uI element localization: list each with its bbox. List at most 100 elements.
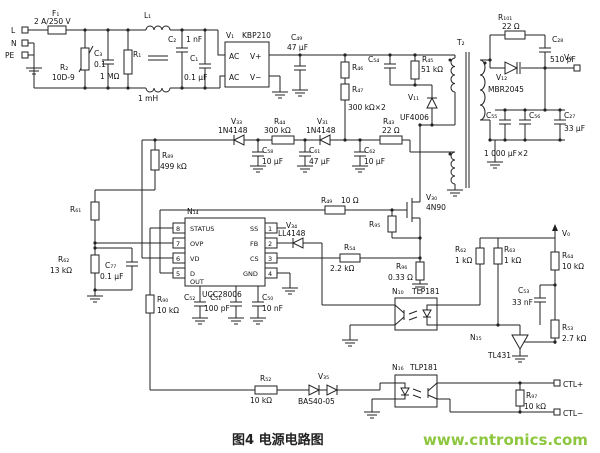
- r62-left-ref-label: R₆₂: [58, 255, 69, 264]
- capacitor-c53: [533, 297, 547, 303]
- r89-value-label: 499 kΩ: [160, 162, 187, 171]
- c50-ref-label: C₅₀: [262, 293, 273, 302]
- r101-value-label: 22 Ω: [502, 22, 520, 31]
- r43-ref-label: R₄₃: [383, 117, 394, 126]
- pin-name-fb: FB: [250, 240, 258, 248]
- ground-symbol: [281, 287, 299, 295]
- r101-ref-label: R₁₀₁: [498, 13, 512, 22]
- c1-value-label: 0.1 μF: [184, 73, 207, 82]
- junction-dots: [83, 28, 562, 414]
- c52-ref-label: C₅₂: [184, 293, 195, 302]
- r52-value-label: 10 kΩ: [250, 396, 272, 405]
- tl431-symbol: [511, 334, 529, 351]
- pin-name-vd: VD: [190, 255, 199, 263]
- n15-ref-label: N₁₅: [470, 333, 482, 342]
- r1-value-label: 1 MΩ: [100, 72, 120, 81]
- vout-label: V₀: [564, 53, 572, 62]
- capacitor-c28: [538, 47, 552, 53]
- ground-symbol: [351, 165, 369, 173]
- n16-part-label: TLP181: [409, 363, 438, 372]
- v34-ref-label: V₃₄: [286, 221, 297, 230]
- terminal-pe-label: PE: [5, 51, 15, 60]
- r64-ref-label: R₆₄: [562, 251, 573, 260]
- ground-symbol: [296, 165, 314, 173]
- pin-number-3: 3: [268, 255, 272, 263]
- c27-value-label: 33 μF: [564, 124, 585, 133]
- diode-v34: [292, 237, 304, 249]
- capacitor-c56: [518, 119, 532, 125]
- choke-core: [148, 55, 168, 61]
- resistor-r54: [339, 253, 361, 263]
- v11-part-label: UF4006: [400, 113, 429, 122]
- capacitor-c1: [198, 63, 212, 69]
- resistor-r96: [415, 261, 425, 281]
- r96-ref-label: R₉₆: [396, 262, 407, 271]
- resistor-r63: [493, 247, 503, 265]
- r64-value-label: 10 kΩ: [562, 262, 584, 271]
- r53-value-label: 2.7 kΩ: [562, 334, 587, 343]
- r97-ref-label: R₉₇: [526, 391, 537, 400]
- c49-value-label: 47 μF: [287, 43, 308, 52]
- r47-value-label: 300 kΩ×2: [348, 103, 386, 112]
- varistor-value-label: 10D-9: [52, 73, 75, 82]
- r45-ref-label: R₄₅: [422, 55, 433, 64]
- terminal-neutral: [21, 39, 29, 47]
- fuse-ref-label: F₁: [52, 9, 59, 18]
- r63-value-label: 1 kΩ: [504, 256, 521, 265]
- c2-value-label: 1 nF: [186, 35, 202, 44]
- pin-number-7: 7: [176, 240, 180, 248]
- pin-name-ovp: OVP: [190, 240, 203, 248]
- diode-v35a: [308, 384, 320, 396]
- terminal-vout: [573, 64, 581, 72]
- c54-ref-label: C₅₄: [368, 55, 379, 64]
- c55-ref-label: C₅₅: [486, 111, 497, 120]
- r63-ref-label: R₆₃: [504, 245, 515, 254]
- v35-part-label: BAS40-05: [298, 397, 335, 406]
- diode-v35b: [326, 384, 338, 396]
- pin-number-1: 1: [268, 225, 272, 233]
- ground-symbol: [486, 161, 504, 169]
- c61-value-label: 47 μF: [309, 157, 330, 166]
- r53-ref-label: R₅₃: [562, 323, 573, 332]
- resistor-r89: [150, 149, 160, 171]
- pin-number-4: 4: [268, 270, 272, 278]
- ground-symbol: [291, 89, 309, 97]
- ground-symbol: [86, 295, 104, 303]
- labels: F₁ 2 A/250 V L N PE R₂ 10D-9 C₃ 0.1 R₁ 1…: [5, 9, 588, 449]
- diode-v12: [504, 61, 521, 75]
- component-symbols: [21, 25, 581, 419]
- v12-part-label: MBR2045: [488, 85, 524, 94]
- c56-ref-label: C₅₆: [529, 111, 540, 120]
- r61-ref-label: R₆₁: [70, 205, 81, 214]
- resistor-r90: [145, 294, 155, 314]
- capacitor-c54: [383, 63, 397, 69]
- varistor-ref-label: R₂: [60, 63, 68, 72]
- r95-ref-label: R₉₅: [369, 220, 380, 229]
- v31-part-label: 1N4148: [306, 126, 336, 135]
- resistor-r43: [379, 135, 403, 145]
- ctl-plus-label: CTL+: [563, 380, 583, 389]
- resistor-r53: [550, 319, 560, 339]
- resistor-r97: [515, 389, 525, 407]
- c2-ref-label: C₂: [168, 35, 176, 44]
- v30-part-label: 4N90: [426, 203, 446, 212]
- v31-ref-label: V₃₁: [317, 117, 328, 126]
- r47-ref-label: R₄₇: [352, 85, 363, 94]
- r90-value-label: 10 kΩ: [157, 306, 179, 315]
- pin-name-ss: SS: [250, 225, 258, 233]
- v12-ref-label: V₁₂: [496, 73, 507, 82]
- capacitor-c77: [125, 261, 139, 267]
- v34-part-label: LL4148: [278, 229, 306, 238]
- figure-caption: 图4 电源电路图: [232, 432, 324, 448]
- r43-value-label: 22 Ω: [382, 126, 400, 135]
- n10-ref-label: N₁₀: [392, 287, 404, 296]
- pin-name-gnd: GND: [243, 270, 258, 278]
- r89-ref-label: R₈₉: [162, 151, 173, 160]
- bridge-ac1-label: AC: [229, 52, 239, 61]
- v33-ref-label: V₃₃: [231, 117, 242, 126]
- c51-value-label: 100 pF: [204, 304, 230, 313]
- ground-symbol: [511, 355, 529, 363]
- r49-value-label: 10 Ω: [341, 196, 359, 205]
- ground-symbol: [249, 317, 267, 325]
